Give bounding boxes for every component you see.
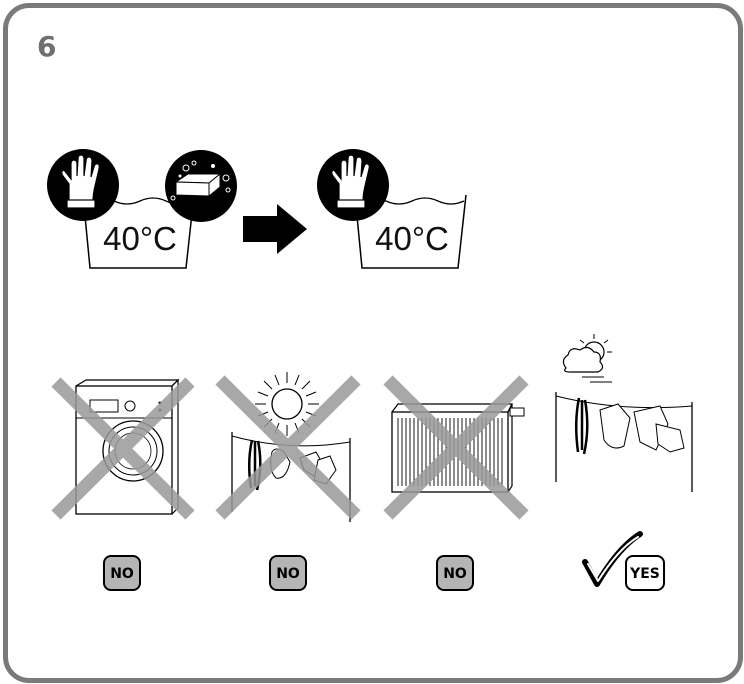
cross-mark [215,375,361,520]
soap-bar-icon [165,150,237,222]
wash-temperature-after: 40°C [375,220,449,257]
yes-badge: YES [625,555,665,591]
no-badge: NO [269,555,307,591]
drying-option-radiator: NO [383,375,529,591]
cross-mark [51,377,195,520]
svg-text:NO: NO [110,566,134,582]
glove-hand-icon [317,149,389,221]
no-badge: NO [436,555,474,591]
svg-text:YES: YES [629,566,660,582]
arrow-right-icon [243,204,307,254]
wash-basin-before: 40°C [82,194,195,269]
checkmark-icon [582,531,643,587]
drying-option-washing-machine: NO [51,377,195,591]
cloudy-wind-line-drying-icon [555,334,693,492]
drying-option-sun: NO [215,372,361,591]
drying-option-line-dry: YES [555,334,693,591]
wash-basin-after: 40°C [354,194,467,269]
svg-text:NO: NO [443,566,467,582]
glove-hand-icon [47,149,119,221]
svg-text:NO: NO [276,566,300,582]
wash-temperature-before: 40°C [103,220,177,257]
step-number: 6 [37,30,57,63]
cross-mark [383,375,529,520]
no-badge: NO [103,555,141,591]
